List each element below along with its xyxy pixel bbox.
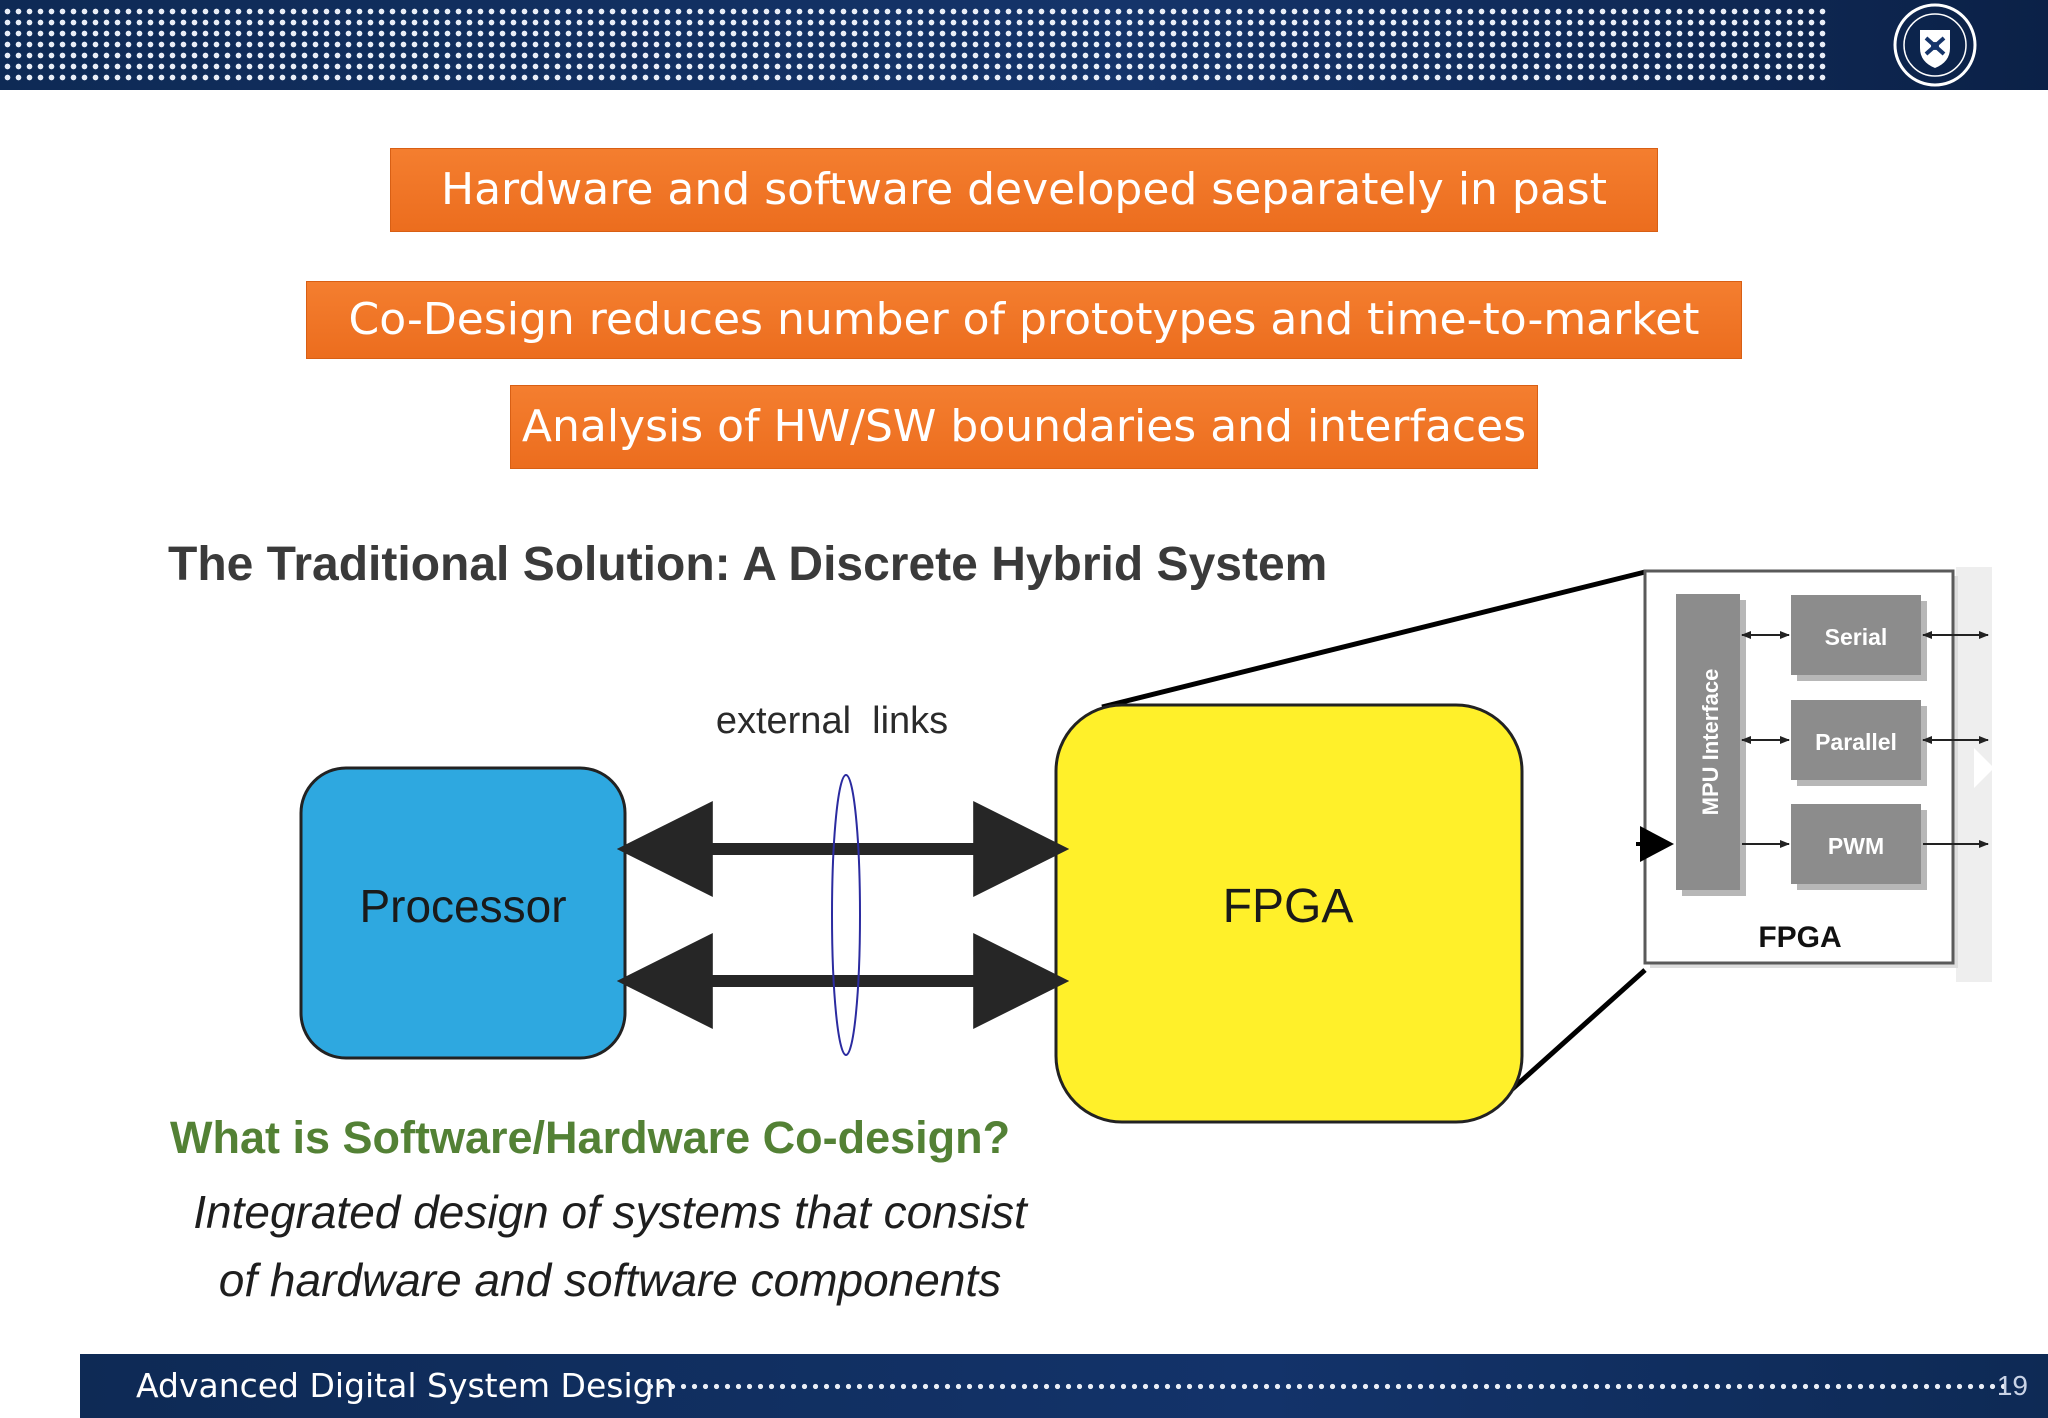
zoom-line-bottom <box>1498 968 1647 1102</box>
codesign-question: What is Software/Hardware Co-design? <box>170 1112 1011 1163</box>
fpga-label: FPGA <box>1223 880 1354 933</box>
course-title: Advanced Digital System Design <box>136 1366 675 1405</box>
pwm-block-label: PWM <box>1828 833 1884 859</box>
mpu-interface-label: MPU Interface <box>1698 669 1723 816</box>
section-title: The Traditional Solution: A Discrete Hyb… <box>168 538 1328 591</box>
parallel-block-label: Parallel <box>1815 729 1897 755</box>
definition-line-1: Integrated design of systems that consis… <box>193 1186 1027 1238</box>
university-seal-icon <box>1893 3 1977 87</box>
processor-block: Processor <box>299 766 627 1060</box>
footer-bar: Advanced Digital System Design 19 <box>80 1354 2048 1418</box>
footer-dot-pattern <box>645 1380 2005 1394</box>
banner-dot-pattern <box>0 4 1830 84</box>
links-ellipse <box>831 774 861 1056</box>
zoom-line-top <box>1101 569 1646 710</box>
callout-boundaries-analysis: Analysis of HW/SW boundaries and interfa… <box>510 385 1538 469</box>
codesign-definition: Integrated design of systems that consis… <box>150 1178 1070 1314</box>
processor-label: Processor <box>359 880 566 932</box>
external-links-label: external links <box>716 700 948 742</box>
callout-separate-development: Hardware and software developed separate… <box>390 148 1658 232</box>
fpga-block: FPGA <box>1054 703 1524 1124</box>
page-number: 19 <box>1996 1370 2028 1401</box>
definition-line-2: of hardware and software components <box>218 1254 1002 1306</box>
serial-block-label: Serial <box>1825 624 1888 650</box>
fpga-zoom-panel: MPU Interface Serial Parallel PWM FPGA <box>1636 567 1994 982</box>
top-banner <box>0 0 2048 90</box>
zoom-fpga-label: FPGA <box>1758 921 1841 954</box>
callout-codesign-benefits: Co-Design reduces number of prototypes a… <box>306 281 1742 359</box>
